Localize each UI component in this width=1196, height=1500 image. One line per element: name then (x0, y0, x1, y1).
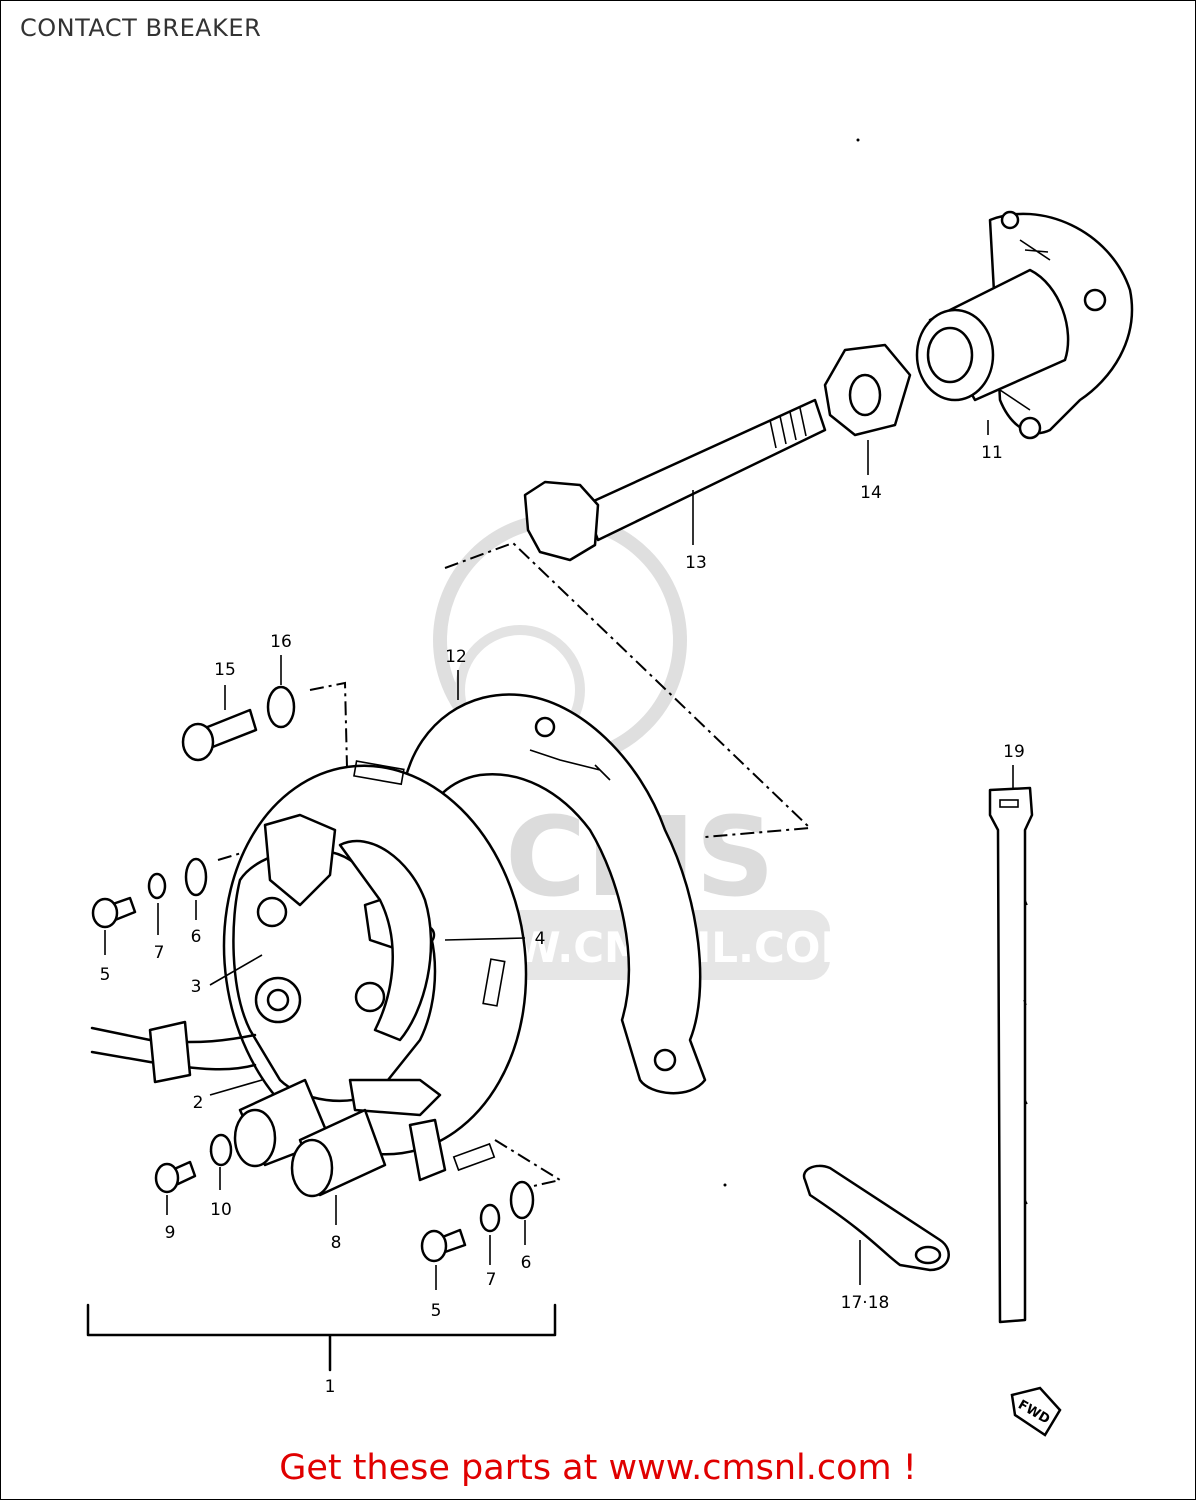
parts-link-footer[interactable]: Get these parts at www.cmsnl.com ! (279, 1448, 917, 1488)
callout-12: 12 (445, 647, 467, 667)
callout-5-upper: 5 (100, 965, 111, 985)
part-5-screw-upper (91, 896, 137, 929)
callout-7-lower: 7 (486, 1270, 497, 1290)
guide-line-lower (494, 1139, 563, 1189)
part-15-screw (181, 708, 258, 762)
leader-lines (104, 420, 1014, 1290)
part-11-advancer (915, 210, 1134, 440)
guide-line-bolt (444, 541, 813, 838)
part-1-base-plate (222, 760, 528, 1182)
callout-9: 9 (165, 1223, 176, 1243)
callout-5-lower: 5 (431, 1301, 442, 1321)
callout-11: 11 (981, 443, 1003, 463)
callout-19: 19 (1003, 742, 1025, 762)
callout-6-lower: 6 (521, 1253, 532, 1273)
callout-13: 13 (685, 553, 707, 573)
speck (856, 138, 860, 142)
part-8-condenser (233, 1078, 387, 1198)
part-14-nut (823, 343, 912, 437)
callout-17-18: 17·18 (841, 1293, 890, 1313)
part-16-washer (266, 685, 296, 729)
callout-10: 10 (210, 1200, 232, 1220)
callout-1: 1 (325, 1377, 336, 1397)
callout-labels: 1 2 3 4 5 5 6 6 7 7 8 9 10 11 12 13 14 1… (100, 443, 1025, 1397)
wire-lead (90, 1020, 257, 1084)
speck (723, 1183, 727, 1187)
callout-16: 16 (270, 632, 292, 652)
part-12-plate (403, 693, 707, 1095)
callout-6-upper: 6 (191, 927, 202, 947)
part-13-bolt (523, 398, 827, 562)
part-9-screw (154, 1160, 197, 1194)
part-10-washer (209, 1133, 233, 1167)
part-5-screw-lower (420, 1228, 467, 1263)
part-19-strap (988, 786, 1034, 1324)
bracket-part-1 (86, 1303, 557, 1372)
part-17-18-clamp (802, 1164, 950, 1272)
part-6-washer-lower (509, 1180, 535, 1220)
part-7-lockwasher-lower (479, 1203, 501, 1233)
part-7-lockwasher-upper (147, 872, 167, 900)
part-6-washer-upper (184, 857, 208, 897)
callout-2: 2 (193, 1093, 204, 1113)
fwd-arrow-icon: FWD (1010, 1386, 1062, 1437)
callout-8: 8 (331, 1233, 342, 1253)
callout-7-upper: 7 (154, 943, 165, 963)
callout-4: 4 (535, 929, 546, 949)
page-title: CONTACT BREAKER (20, 14, 262, 42)
callout-14: 14 (860, 483, 882, 503)
callout-3: 3 (191, 977, 202, 997)
callout-15: 15 (214, 660, 236, 680)
